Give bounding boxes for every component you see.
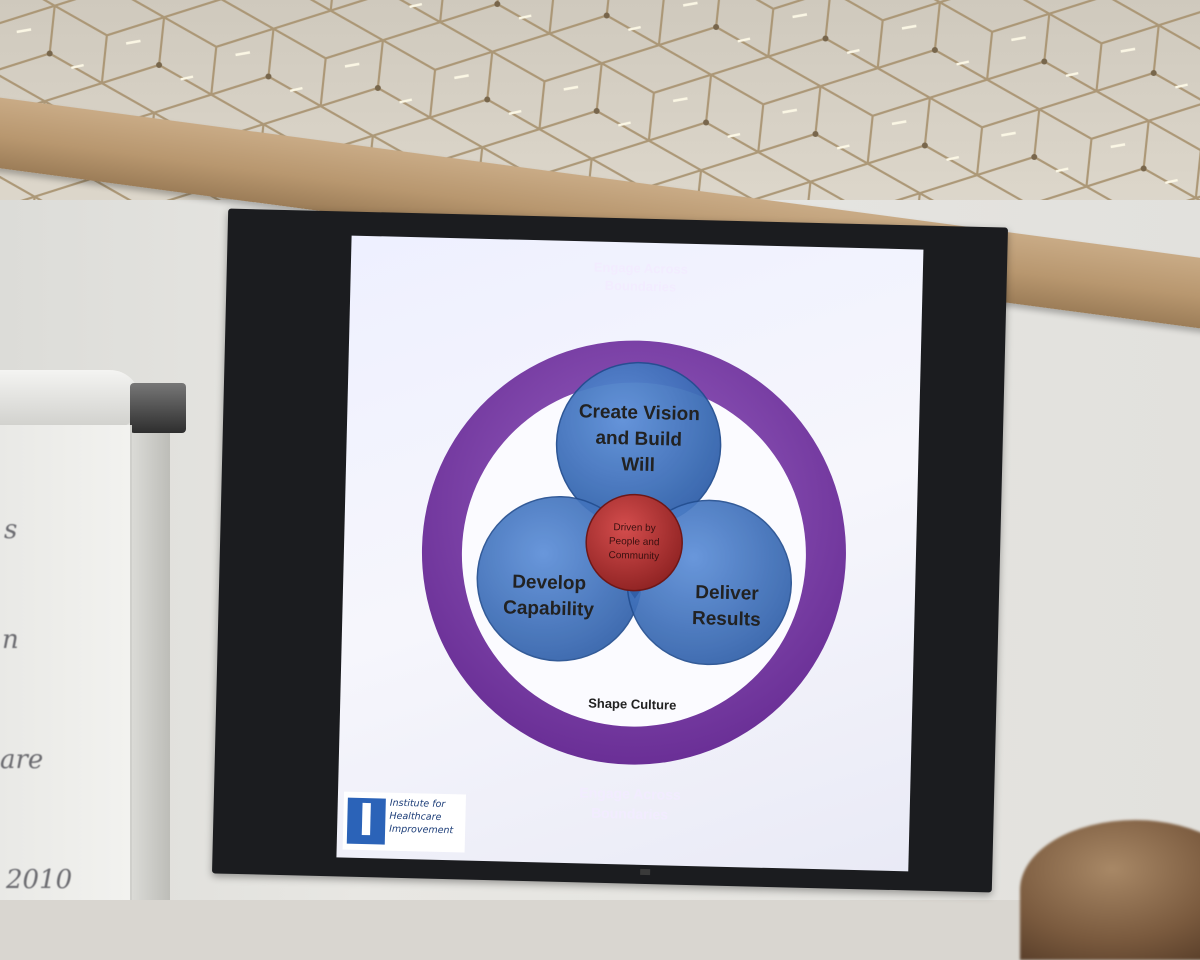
- tv-display: Engage Across Boundaries Create Vision a…: [211, 208, 1009, 893]
- center-line1: Driven by: [613, 522, 656, 534]
- flipchart-word: are: [0, 745, 44, 775]
- tv-power-led: [640, 868, 651, 876]
- circle-results-line2: Results: [692, 608, 761, 631]
- flipchart-word: 2010: [6, 865, 73, 895]
- center-line2: People and: [609, 536, 660, 548]
- logo-line: Improvement: [388, 823, 454, 837]
- circle-capability-line2: Capability: [503, 597, 595, 620]
- flipchart-paper: s n are 2010: [0, 425, 132, 900]
- circle-vision-line3: Will: [621, 454, 655, 476]
- inner-ring-label: Shape Culture: [588, 696, 676, 713]
- logo-text: Institute for Healthcare Improvement: [389, 797, 464, 838]
- circle-results-line1: Deliver: [695, 582, 759, 605]
- logo-mark: I: [346, 795, 386, 846]
- flipchart-clip: [130, 383, 186, 433]
- center-circle: [585, 493, 683, 592]
- ihi-logo: I Institute for Healthcare Improvement: [342, 791, 466, 853]
- flipchart-word: s: [4, 515, 18, 545]
- circle-capability-line1: Develop: [512, 572, 586, 595]
- leadership-diagram: Engage Across Boundaries Create Vision a…: [421, 260, 846, 823]
- flipchart-stand: [130, 433, 170, 900]
- circle-vision-line2: and Build: [595, 428, 682, 451]
- center-line3: Community: [608, 550, 659, 562]
- outer-ring-top-line2: Boundaries: [605, 278, 677, 295]
- flipchart-word: n: [2, 625, 19, 655]
- outer-ring-top-line1: Engage Across: [594, 260, 689, 277]
- circle-vision-line1: Create Vision: [579, 401, 701, 425]
- outer-ring-bottom-line2: Boundaries: [591, 805, 669, 823]
- presentation-slide: Engage Across Boundaries Create Vision a…: [336, 235, 924, 872]
- flipchart-roll: [0, 370, 140, 430]
- outer-ring-bottom-line1: Engage Across: [579, 784, 681, 802]
- flipchart: s n are 2010: [0, 365, 190, 900]
